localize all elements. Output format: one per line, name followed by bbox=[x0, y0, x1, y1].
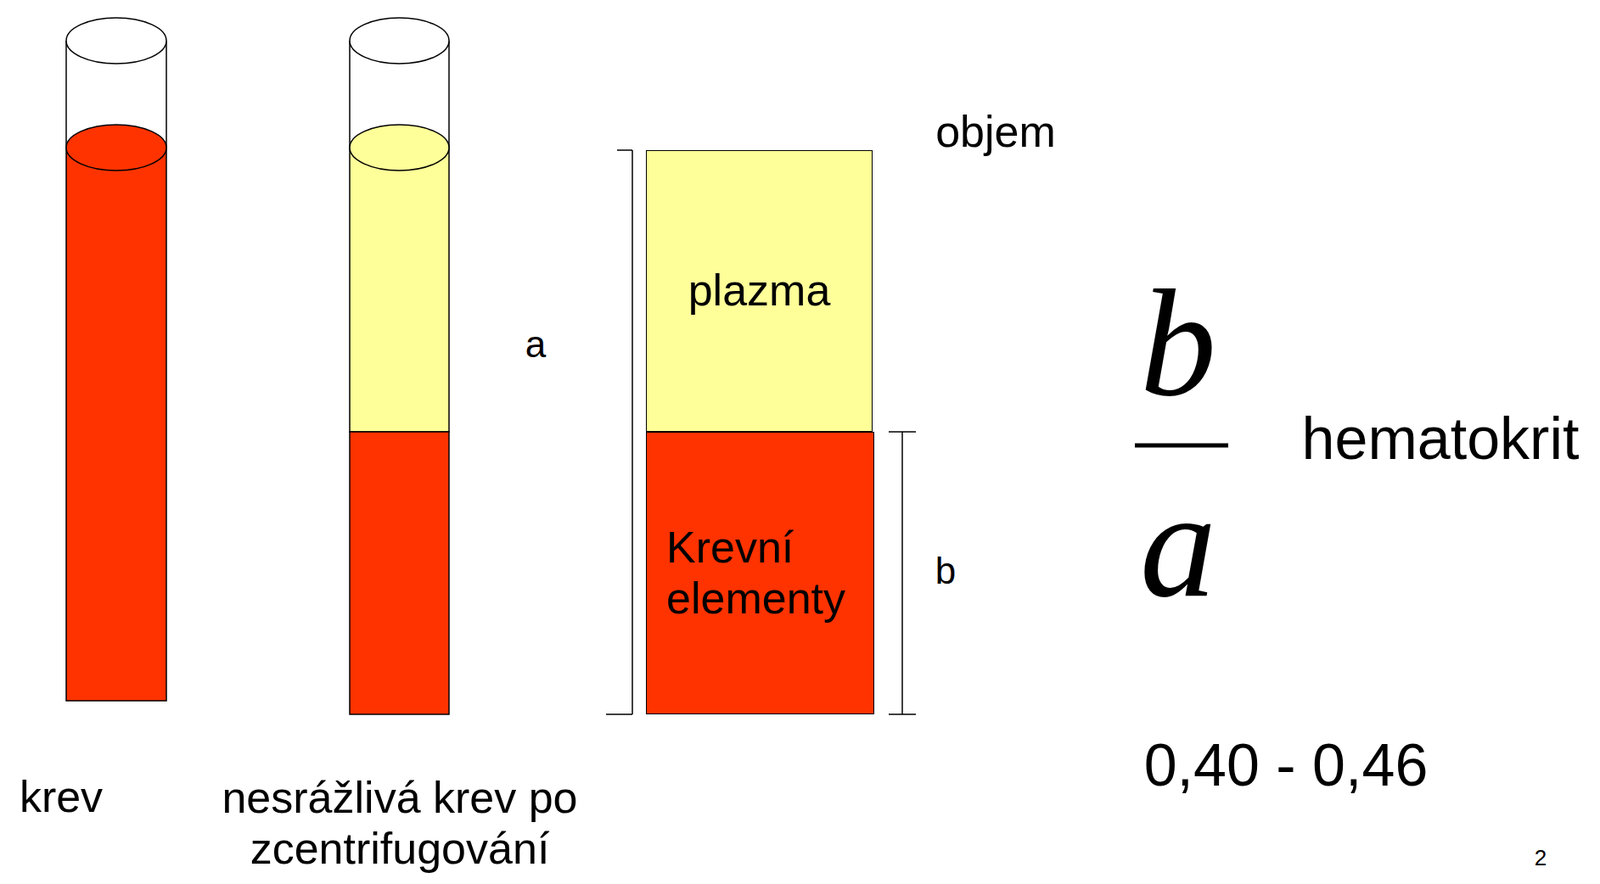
tube-wall bbox=[65, 40, 68, 148]
bracket-tick bbox=[606, 713, 633, 716]
tube-rim bbox=[66, 17, 167, 64]
page-number: 2 bbox=[1534, 846, 1547, 872]
dimension-letter: a bbox=[525, 323, 546, 367]
bracket-tick bbox=[888, 431, 916, 433]
term-label: hematokrit bbox=[1302, 404, 1580, 474]
tube-caption: krev bbox=[19, 772, 103, 824]
tube-whole-blood bbox=[66, 17, 167, 702]
blood-surface bbox=[66, 124, 167, 171]
value-range: 0,40 - 0,46 bbox=[1144, 731, 1429, 801]
tube-caption: nesrážlivá krev po zcentrifugování bbox=[170, 772, 629, 875]
tube-wall bbox=[165, 40, 168, 148]
tube-wall bbox=[348, 40, 351, 148]
fraction-numerator: b bbox=[1139, 267, 1217, 421]
tube-wall bbox=[448, 40, 450, 148]
bracket-b bbox=[901, 432, 904, 715]
blood-column bbox=[66, 147, 167, 702]
plasma-column bbox=[349, 147, 450, 433]
fraction-denominator: a bbox=[1139, 468, 1217, 622]
dimension-letter: b bbox=[935, 550, 956, 594]
bracket-a bbox=[631, 150, 634, 715]
layer-label: Krevní elementy bbox=[666, 522, 854, 625]
tube-centrifuged bbox=[349, 17, 450, 715]
axis-label: objem bbox=[935, 106, 1056, 158]
bracket-tick bbox=[617, 149, 633, 152]
blood-cells-layer: Krevní elementy bbox=[645, 432, 875, 715]
plasma-surface bbox=[349, 124, 450, 171]
brackets bbox=[606, 150, 916, 715]
plasma-layer: plazma bbox=[645, 150, 873, 433]
bracket-tick bbox=[888, 713, 916, 716]
cells-column bbox=[349, 432, 450, 715]
tube-rim bbox=[349, 17, 450, 64]
fraction-bar bbox=[1134, 443, 1229, 449]
layer-label: plazma bbox=[688, 265, 831, 317]
